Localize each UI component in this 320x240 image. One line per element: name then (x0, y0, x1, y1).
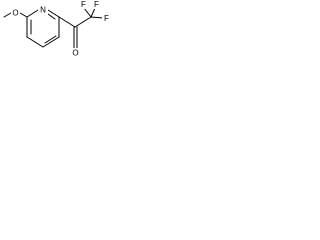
fluorine-3-label-bg (102, 14, 111, 23)
carbonyl-oxygen-label: O (72, 49, 78, 58)
bond-carbonyl-cf3 (74, 16, 92, 28)
double-bond-ring-inner-2 (44, 35, 57, 44)
bond-oxygen-ring (19, 12, 28, 18)
double-bond-ring-inner-3 (47, 13, 56, 20)
fluorine-2-label-bg (92, 0, 101, 9)
bond-ring-n-c6 (26, 9, 39, 18)
bond-ring-c5-c4 (26, 36, 44, 48)
fluorine-2-label: F (94, 0, 99, 9)
methyl-oxygen-label: O (12, 9, 18, 18)
carbonyl-oxygen-label-bg (71, 48, 80, 58)
fluorine-3-label: F (104, 14, 109, 23)
bond-ring-carbonyl (58, 16, 76, 28)
bond-methyl-oxygen (3, 12, 12, 18)
ring-nitrogen-label-bg (38, 5, 48, 15)
fluorine-1-label-bg (79, 0, 88, 9)
methyl-oxygen-label-bg (11, 8, 20, 18)
bond-cf-2 (90, 7, 96, 18)
bond-ring-c2-n (47, 9, 60, 18)
fluorine-1-label: F (81, 0, 86, 9)
bond-ring-c4-c3 (42, 36, 60, 48)
ring-nitrogen-label: N (40, 6, 46, 15)
chemical-structure-diagram: O N F F F O (3, 0, 111, 58)
bond-cf-3 (90, 16, 104, 19)
bond-cf-1 (83, 7, 92, 18)
